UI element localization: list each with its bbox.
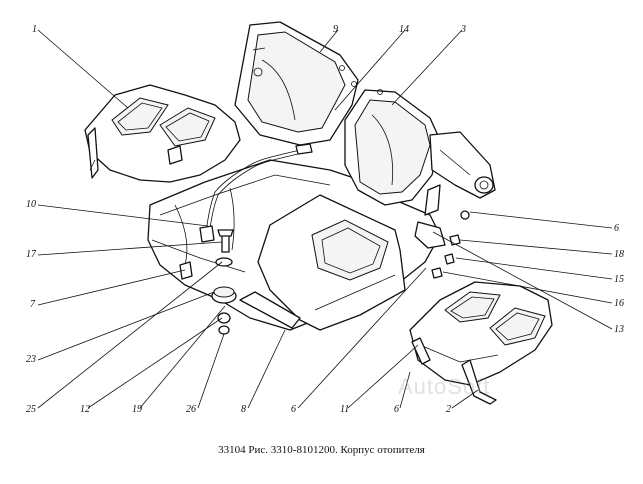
right-duct [429, 131, 496, 199]
right-fasteners [414, 184, 470, 279]
callout-13: 13 [614, 324, 624, 335]
callout-12: 12 [80, 404, 90, 415]
upper-flap-housing [234, 21, 359, 146]
detached-air-box [409, 281, 553, 405]
figure-caption: 33104 Рис. 3310-8101200. Корпус отопител… [218, 444, 425, 456]
callout-15: 15 [614, 274, 624, 285]
center-outlet [239, 194, 406, 331]
callout-17: 17 [26, 249, 37, 260]
callout-25: 25 [26, 404, 36, 415]
callout-1: 1 [32, 24, 37, 35]
callout-19: 19 [132, 404, 142, 415]
left-fasteners [179, 229, 237, 335]
callout-26: 26 [186, 404, 196, 415]
callout-6-lower: 6 [394, 404, 399, 415]
callout-7: 7 [30, 299, 36, 310]
watermark: AutoSoft [398, 374, 491, 399]
callout-9: 9 [333, 24, 338, 35]
leader-lines [37, 29, 613, 409]
left-air-box [84, 84, 241, 183]
callout-23: 23 [26, 354, 36, 365]
right-flap-housing [344, 89, 441, 206]
callout-6-center: 6 [291, 404, 296, 415]
callout-3: 3 [460, 24, 466, 35]
callout-11: 11 [340, 404, 349, 415]
callout-8: 8 [241, 404, 246, 415]
callout-2: 2 [446, 404, 451, 415]
callout-14: 14 [399, 24, 409, 35]
callout-16: 16 [614, 298, 624, 309]
callout-18: 18 [614, 249, 624, 260]
callout-labels: 1 9 14 3 6 18 15 16 13 10 17 7 23 25 12 … [26, 24, 624, 415]
callout-10: 10 [26, 199, 36, 210]
callout-6-upper: 6 [614, 223, 619, 234]
control-cable [199, 143, 313, 243]
